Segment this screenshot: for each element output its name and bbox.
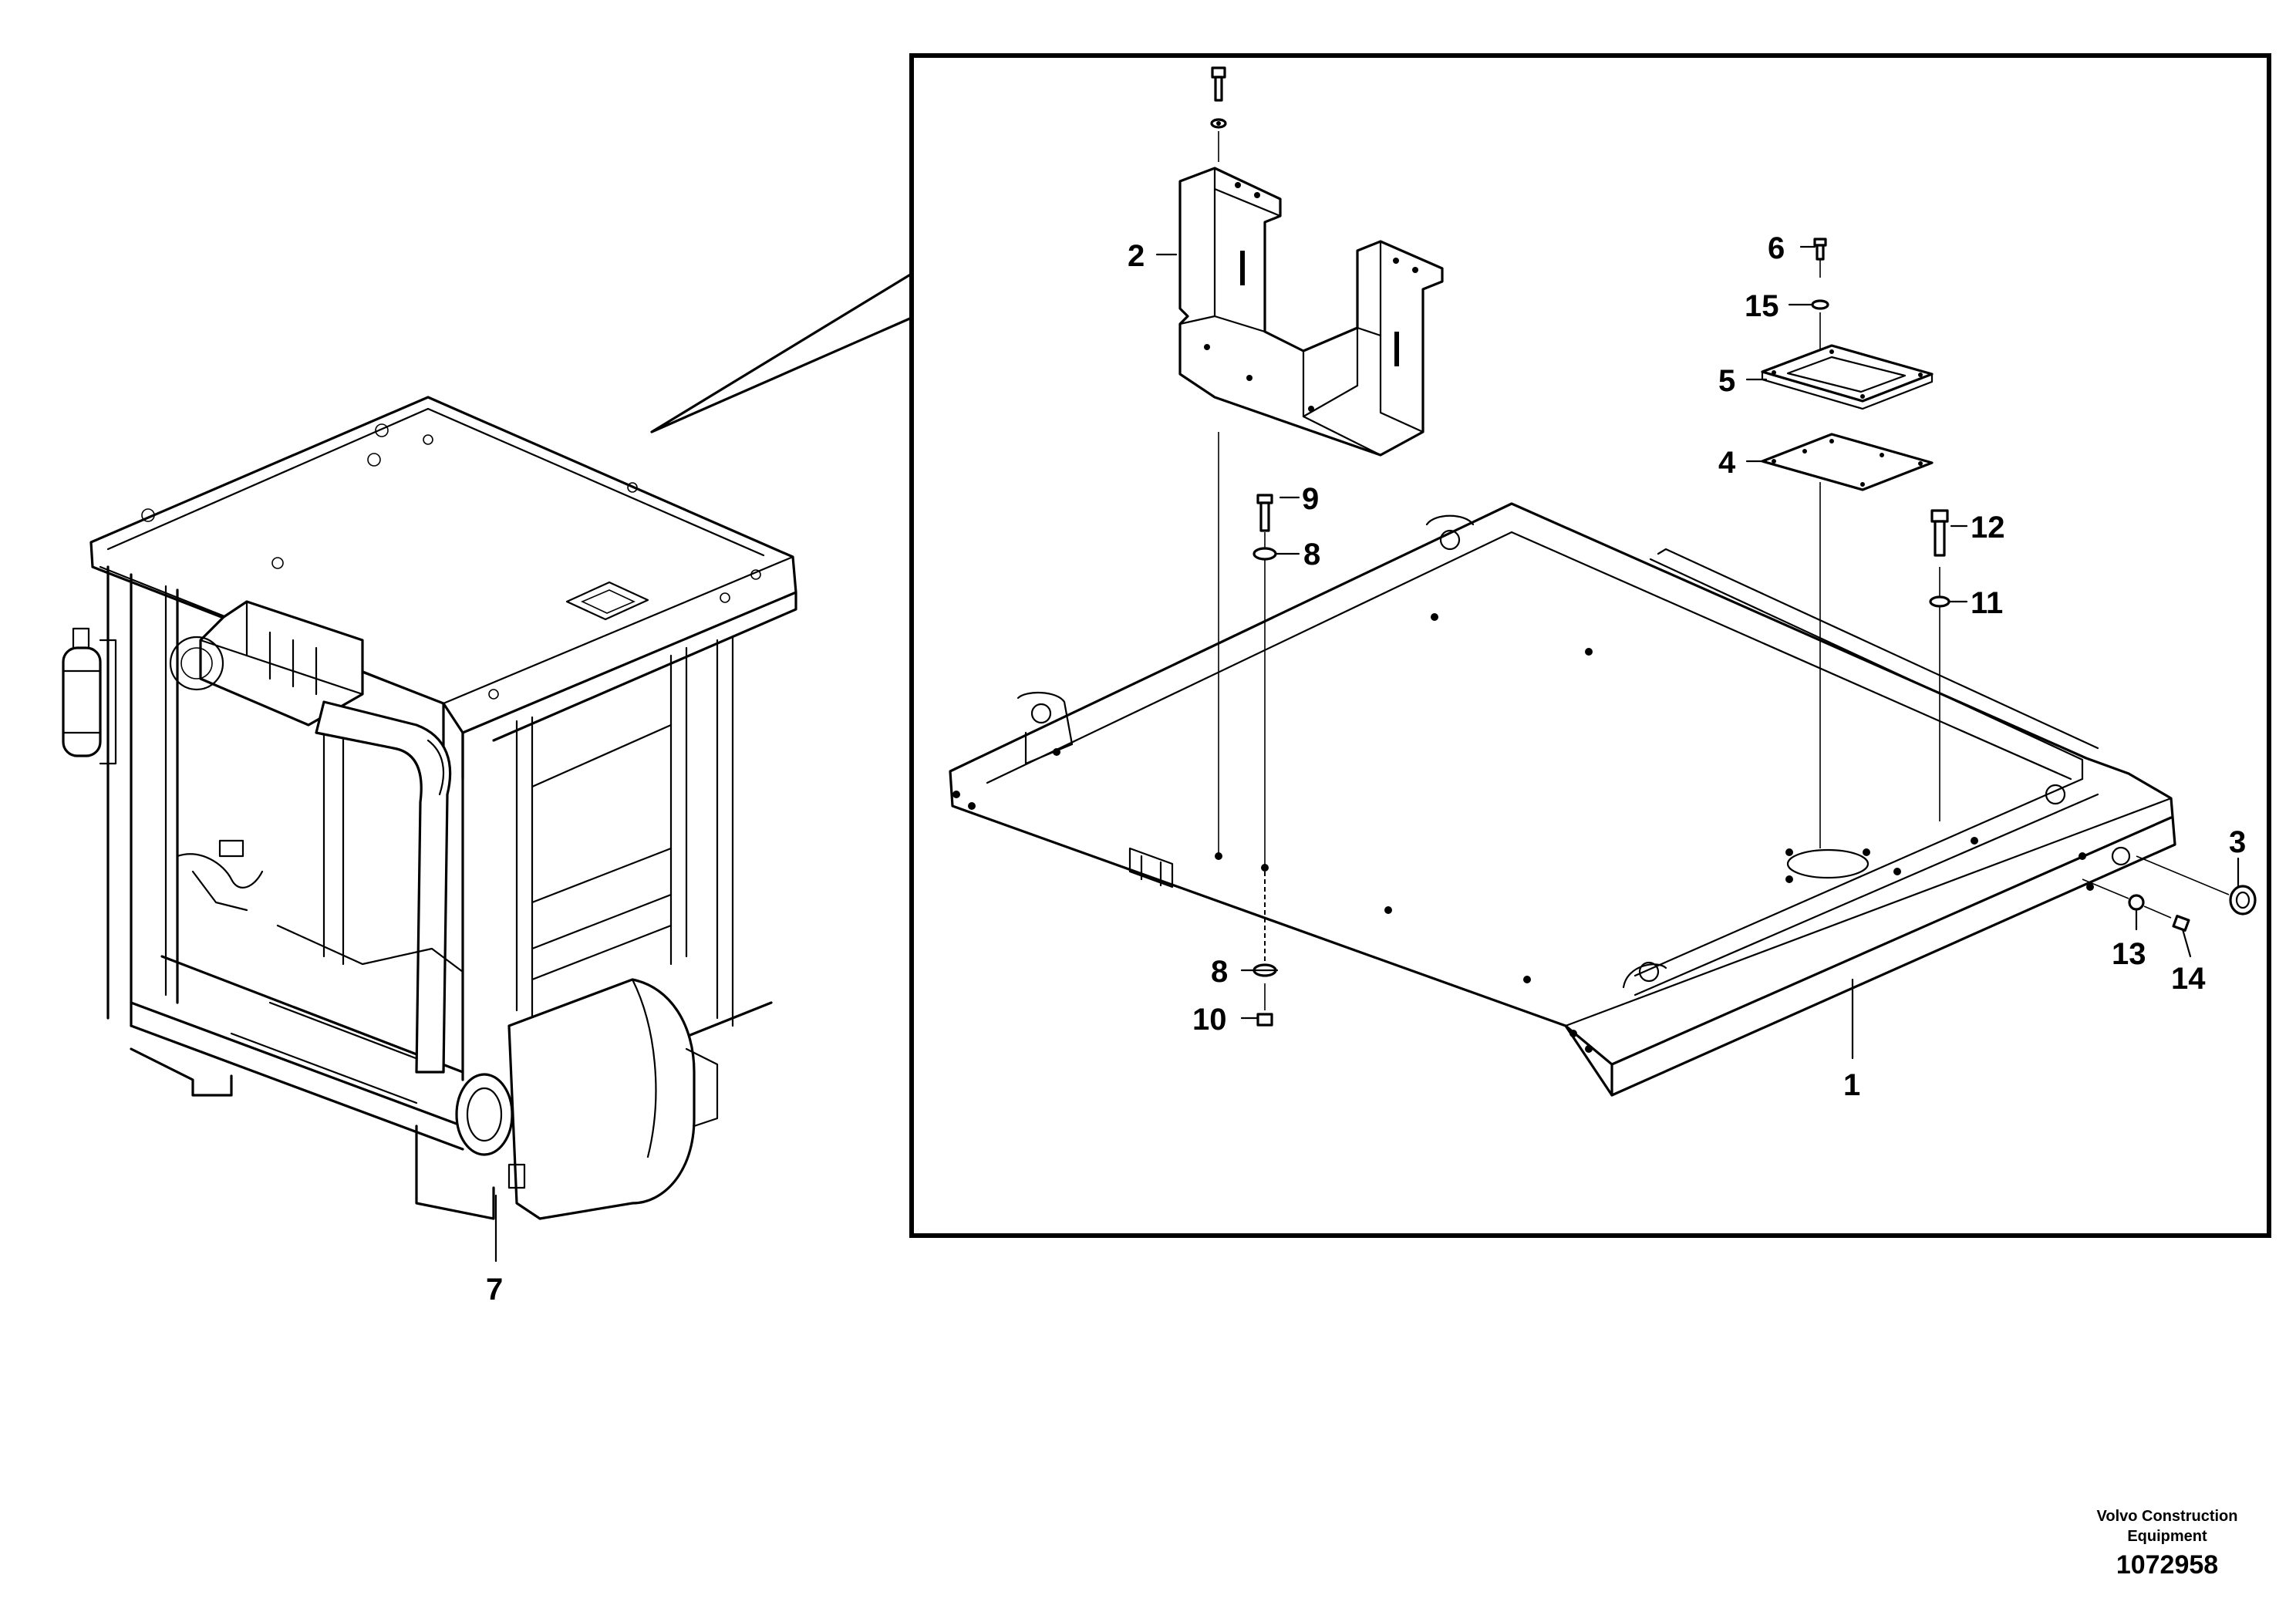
callout-2: 2 bbox=[1128, 239, 1145, 273]
part-14-screw bbox=[2082, 878, 2190, 932]
part-5-frame-plate bbox=[1761, 344, 1934, 410]
callout-labels: 2 6 15 5 4 9 8 12 11 3 8 10 13 14 1 7 bbox=[486, 231, 2246, 1307]
callout-5: 5 bbox=[1718, 364, 1735, 398]
part-6-screw bbox=[1813, 238, 1827, 261]
part-9-screw bbox=[1256, 494, 1273, 532]
detail-view bbox=[949, 66, 2257, 1097]
detail-frame bbox=[909, 53, 2271, 1238]
overview-roof-plate bbox=[89, 396, 797, 734]
callout-9: 9 bbox=[1302, 482, 1319, 516]
callout-1: 1 bbox=[1843, 1068, 1860, 1102]
callout-7: 7 bbox=[486, 1273, 503, 1307]
part-3-plug bbox=[2136, 855, 2257, 916]
hvac-blower-unit bbox=[169, 600, 364, 727]
fire-extinguisher bbox=[62, 627, 117, 765]
callout-8-lower: 8 bbox=[1211, 955, 1228, 989]
callout-10: 10 bbox=[1192, 1003, 1227, 1037]
callout-13: 13 bbox=[2112, 937, 2146, 971]
part-15-washer bbox=[1811, 299, 1829, 310]
callout-11: 11 bbox=[1971, 586, 2003, 620]
zoom-leader bbox=[650, 272, 913, 433]
part-2-top-screw bbox=[1210, 66, 1227, 162]
part-10-nut bbox=[1256, 1013, 1273, 1027]
callout-14: 14 bbox=[2171, 962, 2206, 996]
callout-8-upper: 8 bbox=[1303, 538, 1320, 572]
part-2-bracket bbox=[1178, 167, 1444, 457]
callout-15: 15 bbox=[1745, 289, 1779, 323]
part-4-plate bbox=[1761, 433, 1934, 491]
leader-lines bbox=[494, 245, 2240, 1263]
drawing-number: 1072958 bbox=[2116, 1550, 2219, 1580]
part-11-washer bbox=[1929, 595, 1950, 608]
callout-12: 12 bbox=[1971, 511, 2005, 545]
brand-name-line2: Equipment bbox=[2127, 1528, 2207, 1545]
callout-4: 4 bbox=[1718, 446, 1736, 480]
callout-3: 3 bbox=[2229, 825, 2246, 859]
callout-6: 6 bbox=[1768, 231, 1785, 265]
part-1-roof-frame bbox=[949, 502, 2176, 1097]
part-13-washer bbox=[2128, 894, 2145, 911]
part-8-upper-washer bbox=[1253, 547, 1277, 561]
cab-frame-overview bbox=[62, 396, 797, 1220]
part-12-bolt bbox=[1930, 509, 1949, 557]
part-7-unit bbox=[455, 978, 719, 1220]
brand-name: Volvo Construction bbox=[2096, 1508, 2238, 1525]
